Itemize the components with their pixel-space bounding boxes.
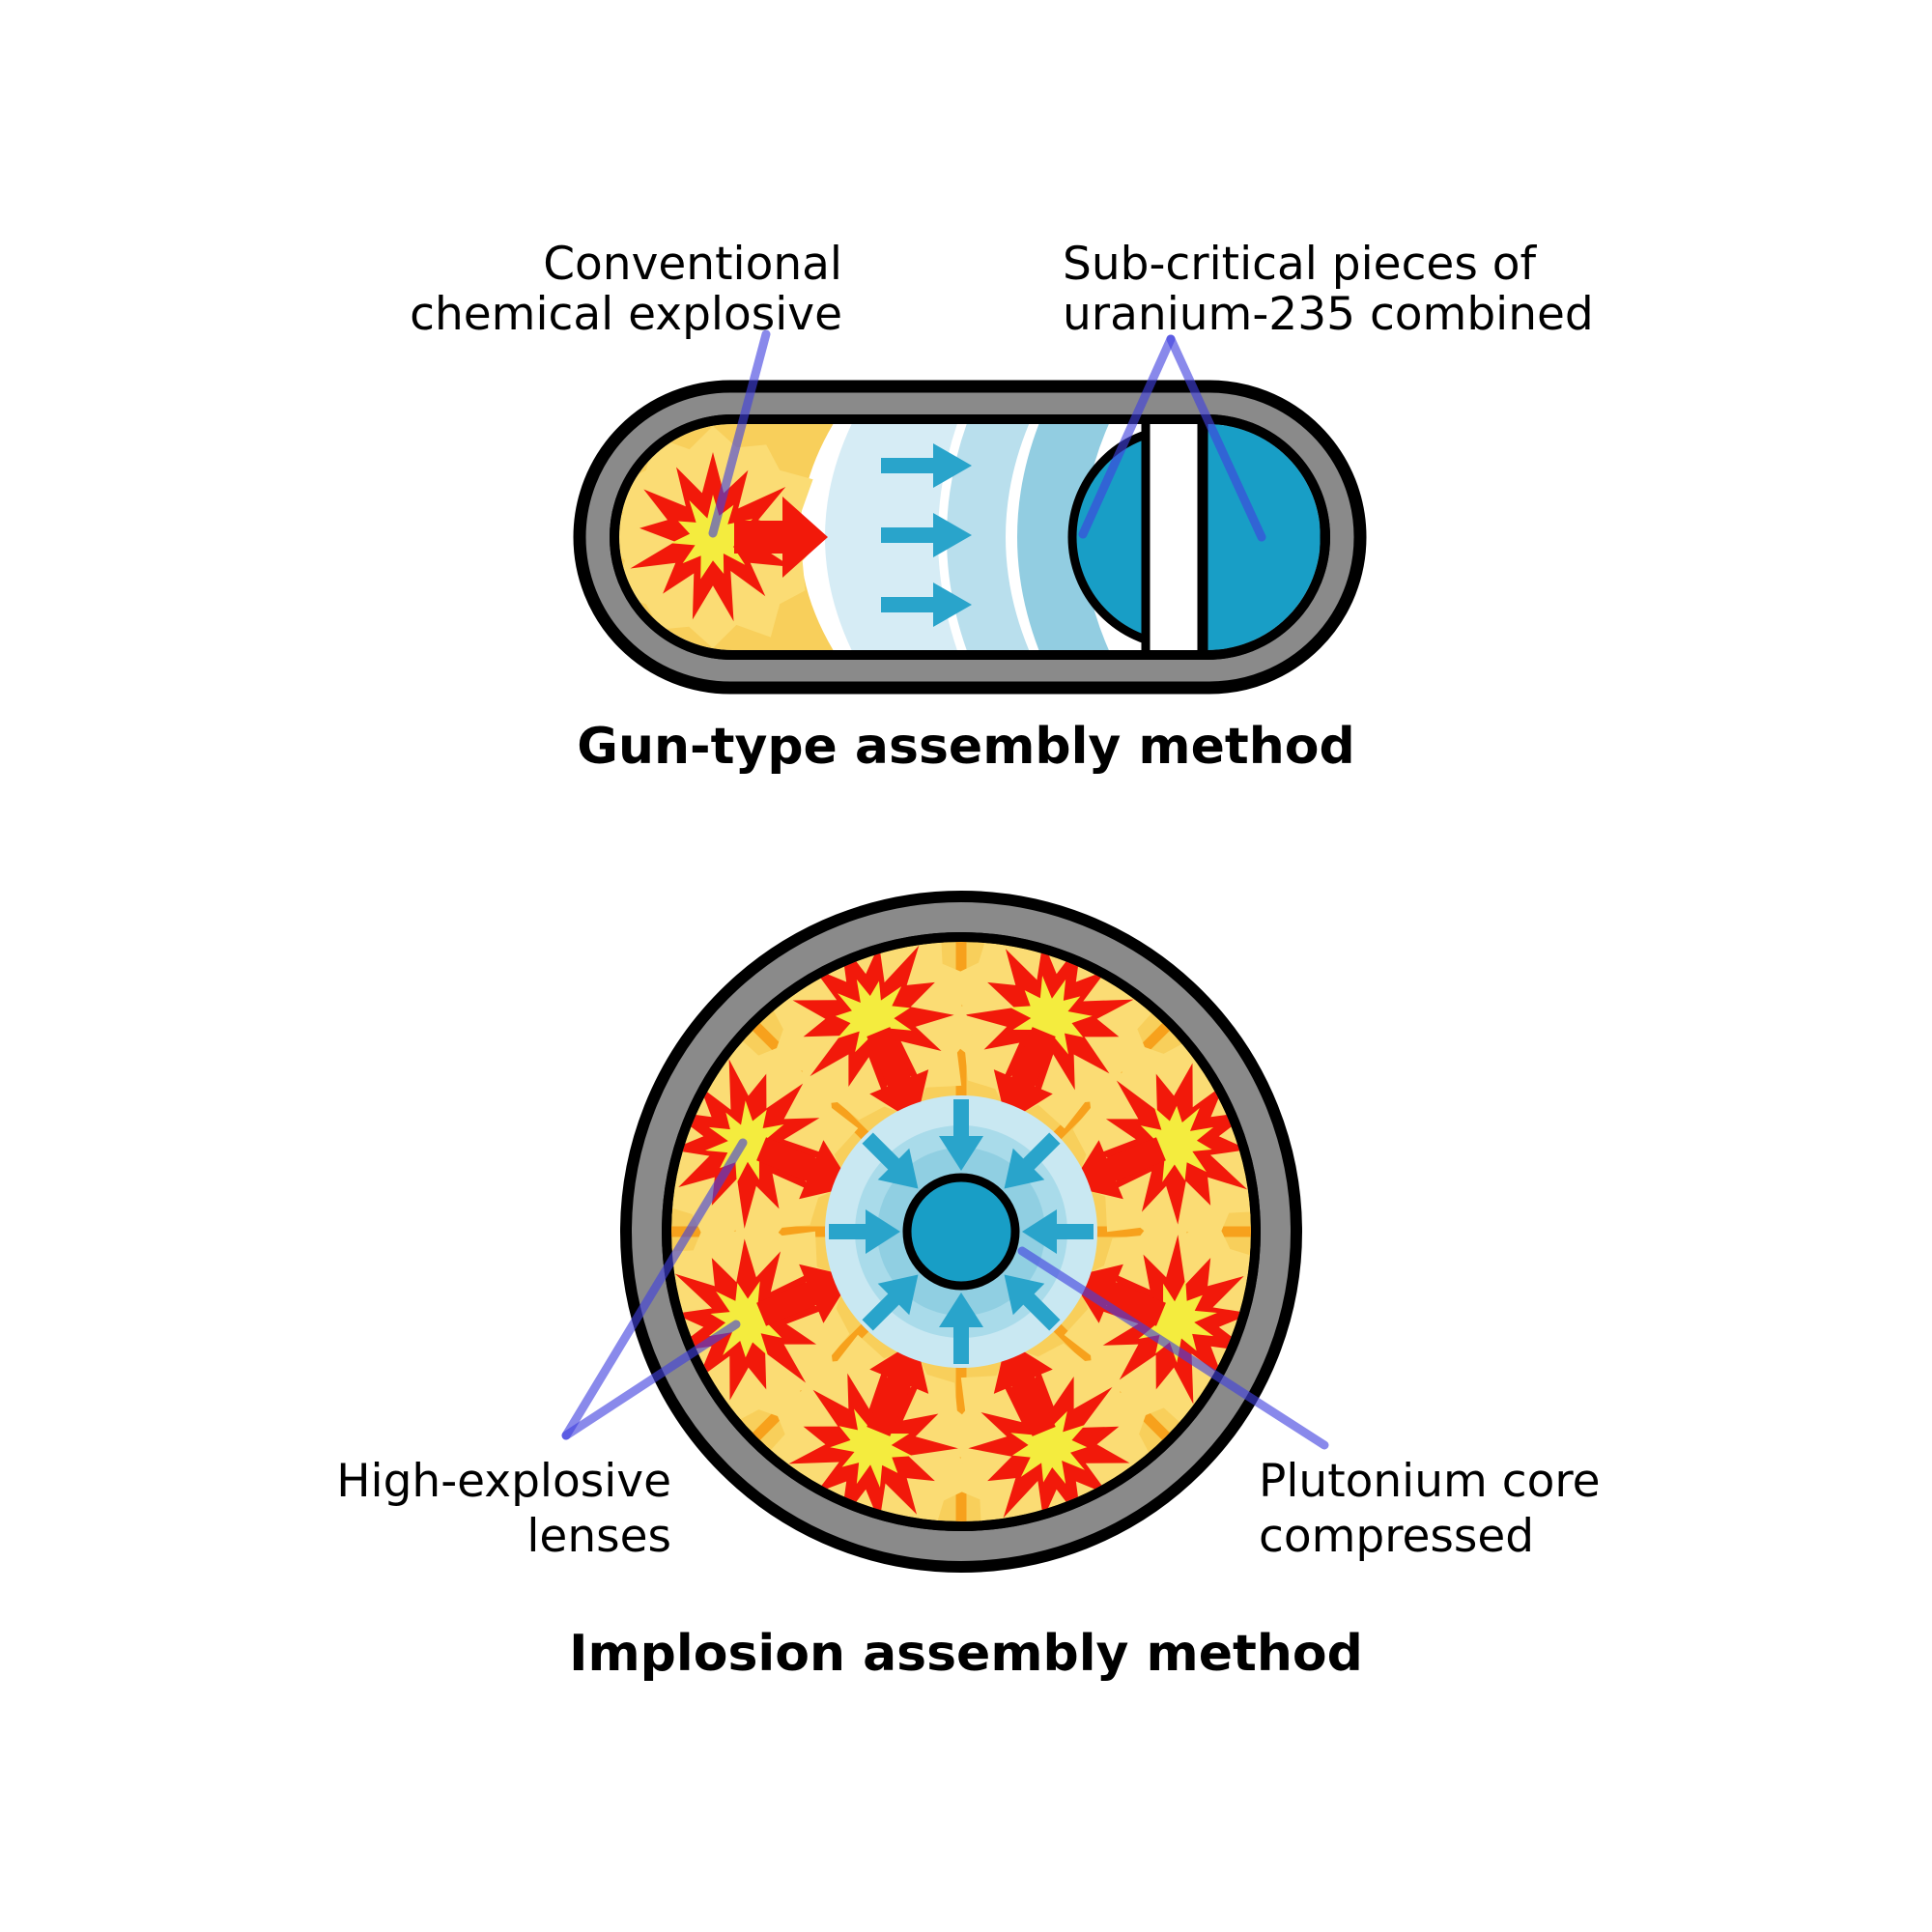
shockwave-crescent-2: [947, 424, 1033, 650]
barrel-gap: [1141, 424, 1207, 650]
gun-bore-outline: [610, 414, 1330, 660]
plutonium-core: [902, 1173, 1020, 1291]
leader-lens-upper: [561, 1138, 748, 1440]
leader-conventional-explosive: [708, 329, 771, 538]
propulsion-arrow-middle: [881, 513, 972, 557]
propulsion-arrow-top: [881, 443, 972, 488]
label-subcritical-uranium-line1: Sub-critical pieces of: [1063, 238, 1538, 291]
gun-type-diagram: Conventional chemical explosive Sub-crit…: [410, 238, 1594, 776]
explosive-shell-outline: [662, 932, 1261, 1531]
leader-plutonium-core: [1017, 1246, 1329, 1450]
blast-arrow: [734, 497, 828, 578]
label-plutonium-core-line2: compressed: [1259, 1510, 1534, 1563]
label-high-explosive-line1: High-explosive: [336, 1455, 671, 1508]
label-conventional-explosive-line1: Conventional: [543, 238, 842, 291]
leader-lens-lower: [561, 1320, 741, 1440]
label-plutonium-core-line1: Plutonium core: [1259, 1455, 1601, 1508]
label-high-explosive-line2: lenses: [526, 1510, 671, 1563]
gun-type-caption: Gun-type assembly method: [577, 718, 1354, 776]
leader-uranium-right-piece: [1166, 334, 1266, 542]
propulsion-arrow-bottom: [881, 582, 972, 627]
implosion-contents: [671, 942, 1251, 1521]
label-conventional-explosive-line2: chemical explosive: [410, 288, 842, 341]
label-subcritical-uranium-line2: uranium-235 combined: [1063, 288, 1594, 341]
leader-uranium-left-piece: [1078, 334, 1176, 539]
implosion-diagram: High-explosive lenses Plutonium core com…: [336, 891, 1601, 1683]
implosion-caption: Implosion assembly method: [569, 1625, 1363, 1683]
